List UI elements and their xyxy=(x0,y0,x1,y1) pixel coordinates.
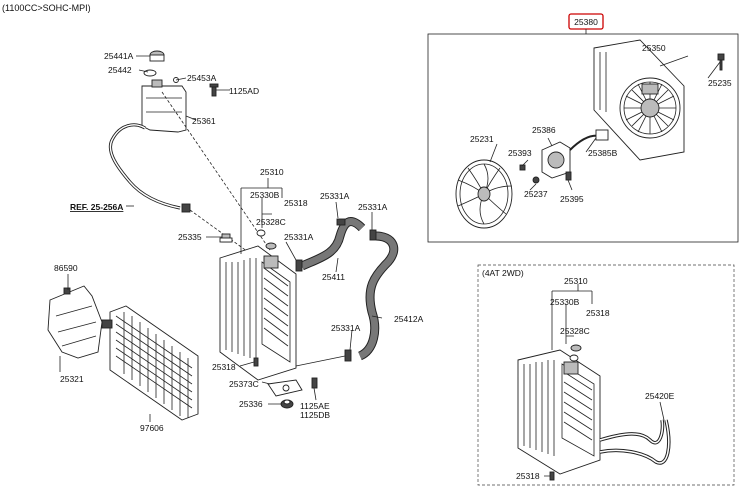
part-label: 25420E xyxy=(645,391,675,401)
part-label: 25235 xyxy=(708,78,732,88)
screw-25395 xyxy=(565,171,572,181)
radiator-cap-variant xyxy=(570,344,582,352)
reservoir-tank-25361 xyxy=(141,79,187,133)
lower-hose-25412A xyxy=(357,231,399,361)
ref-label: REF. 25-256A xyxy=(70,202,123,212)
fan-group-number: 25380 xyxy=(574,17,598,27)
bolt-1125AD xyxy=(209,83,219,97)
part-label: 1125AE xyxy=(300,401,330,411)
hose-clamp xyxy=(344,349,352,362)
cap-seal-variant xyxy=(569,354,579,362)
variant-box xyxy=(477,264,735,486)
part-label: 97606 xyxy=(140,423,164,433)
part-label: 25318 xyxy=(586,308,610,318)
oil-cooler-hose-25420E xyxy=(599,419,671,465)
cap-seal-25328C xyxy=(256,229,266,237)
part-label: 25330B xyxy=(550,297,580,307)
mount-bracket-25373C xyxy=(267,379,303,397)
fan-motor-25386 xyxy=(541,129,609,179)
part-label: 25328C xyxy=(256,217,286,227)
part-label: 25330B xyxy=(250,190,280,200)
radiator-25310 xyxy=(219,245,297,381)
washer-25237 xyxy=(532,176,540,184)
engine-spec-label: (1100CC>SOHC-MPI) xyxy=(2,3,91,13)
air-guard-25321 xyxy=(47,285,103,359)
part-label: 25442 xyxy=(108,65,132,75)
reservoir-cap-25441A xyxy=(149,50,165,62)
part-label: 25328C xyxy=(560,326,590,336)
cap-seal-25442 xyxy=(143,69,157,77)
bolt-variant-25318 xyxy=(549,471,555,481)
fan-blade-25231 xyxy=(455,159,513,229)
part-label: 25411 xyxy=(322,272,345,282)
part-label: 86590 xyxy=(54,263,78,273)
bolt-25318 xyxy=(253,357,259,367)
part-label: 25386 xyxy=(532,125,556,135)
part-label: 25331A xyxy=(320,191,350,201)
radiator-variant-25310 xyxy=(517,349,601,475)
part-label: 25321 xyxy=(60,374,84,384)
hose-clamp xyxy=(336,218,346,226)
part-label: 25310 xyxy=(260,167,284,177)
part-label: 1125AD xyxy=(229,86,259,96)
fan-assembly-box xyxy=(427,33,739,243)
part-label: 25335 xyxy=(178,232,202,242)
part-label: 1125DB xyxy=(300,410,330,420)
part-label: 25331A xyxy=(284,232,314,242)
part-label: 25318 xyxy=(284,198,308,208)
part-label: 25318 xyxy=(516,471,540,481)
part-label: 25231 xyxy=(470,134,494,144)
drain-plug-25335 xyxy=(219,233,233,243)
part-label: 25331A xyxy=(331,323,361,333)
upper-hose-25411 xyxy=(300,217,366,271)
radiator-cap-25330B xyxy=(265,242,277,250)
part-label: 25453A xyxy=(187,73,217,83)
hose-clip xyxy=(181,203,191,213)
part-label: 25237 xyxy=(524,189,548,199)
variant-label: (4AT 2WD) xyxy=(482,268,524,278)
bolt-25235 xyxy=(717,53,725,71)
fan-shroud-25350 xyxy=(593,39,685,161)
condenser-97606 xyxy=(101,305,199,421)
part-label: 25361 xyxy=(192,116,216,126)
hose-clamp xyxy=(369,229,377,241)
insulator-25336 xyxy=(280,399,294,409)
hose-clamp xyxy=(295,259,303,272)
part-label: 25336 xyxy=(239,399,263,409)
part-label: 25412A xyxy=(394,314,424,324)
part-label: 25393 xyxy=(508,148,532,158)
bolt-1125AE xyxy=(311,377,318,389)
part-label: 25318 xyxy=(212,362,236,372)
part-label: 25385B xyxy=(588,148,618,158)
part-label: 25310 xyxy=(564,276,588,286)
part-label: 25373C xyxy=(229,379,259,389)
part-label: 25350 xyxy=(642,43,666,53)
part-label: 25441A xyxy=(104,51,134,61)
part-label: 25395 xyxy=(560,194,584,204)
part-label: 25331A xyxy=(358,202,388,212)
